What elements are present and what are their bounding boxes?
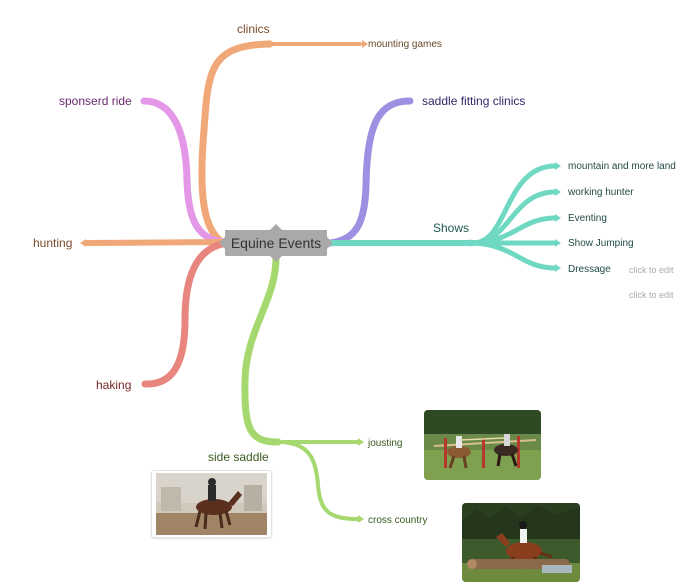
jousting-photo[interactable] (424, 410, 541, 480)
node-show-jumping[interactable]: Show Jumping (568, 238, 634, 249)
side-saddle-photo-icon (156, 473, 267, 535)
arrow-mountain (555, 162, 561, 170)
click-to-edit-hint-1[interactable]: click to edit (629, 265, 674, 275)
arrow-side-saddle (272, 438, 278, 446)
node-saddle-fitting[interactable]: saddle fitting clinics (422, 94, 525, 108)
arrow-eventing (555, 214, 561, 222)
node-hunting[interactable]: hunting (33, 236, 72, 250)
node-clinics[interactable]: clinics (237, 22, 270, 36)
branch-hunting[interactable] (83, 239, 225, 246)
cross-country-photo-icon (462, 503, 580, 582)
arrow-cross-country (358, 515, 364, 523)
side-saddle-photo-frame[interactable] (151, 470, 272, 538)
node-shows[interactable]: Shows (433, 221, 469, 235)
node-haking[interactable]: haking (96, 378, 131, 392)
center-node[interactable]: Equine Events (219, 224, 333, 262)
center-handle-left-icon (219, 237, 225, 249)
center-handle-right-icon (327, 237, 333, 249)
arrow-show-jumping (555, 239, 561, 247)
branch-sponserd-ride[interactable] (140, 97, 226, 246)
node-working-hunter[interactable]: working hunter (567, 187, 634, 198)
node-eventing[interactable]: Eventing (568, 213, 607, 224)
node-mountain-and-more-land[interactable]: mountain and more land (568, 161, 676, 172)
arrow-hunting (80, 239, 86, 247)
node-dressage[interactable]: Dressage (568, 264, 611, 275)
node-sponserd-ride[interactable]: sponserd ride (59, 94, 132, 108)
node-cross-country[interactable]: cross country (368, 515, 427, 526)
center-label: Equine Events (231, 235, 321, 251)
branch-dressage[interactable] (472, 240, 559, 271)
node-jousting[interactable]: jousting (367, 438, 402, 449)
branch-haking[interactable] (141, 240, 226, 388)
click-to-edit-hint-2[interactable]: click to edit (629, 290, 674, 300)
branch-cross-country[interactable] (276, 440, 360, 521)
center-handle-bottom-icon (270, 256, 282, 262)
arrow-mounting-games (362, 40, 368, 48)
arrow-jousting (358, 438, 364, 446)
branch-eventing[interactable] (472, 215, 559, 246)
node-mounting-games[interactable]: mounting games (368, 39, 442, 50)
cross-country-photo[interactable] (462, 503, 580, 582)
arrow-working-hunter (555, 188, 561, 196)
branch-side-saddle[interactable] (241, 254, 282, 446)
arrow-clinics (268, 40, 274, 48)
branch-saddle-fitting[interactable] (326, 97, 414, 247)
arrow-dressage (555, 264, 561, 272)
node-side-saddle[interactable]: side saddle (208, 450, 269, 464)
jousting-photo-icon (424, 410, 541, 480)
branch-clinics[interactable] (198, 40, 274, 246)
center-handle-top-icon (270, 224, 282, 230)
